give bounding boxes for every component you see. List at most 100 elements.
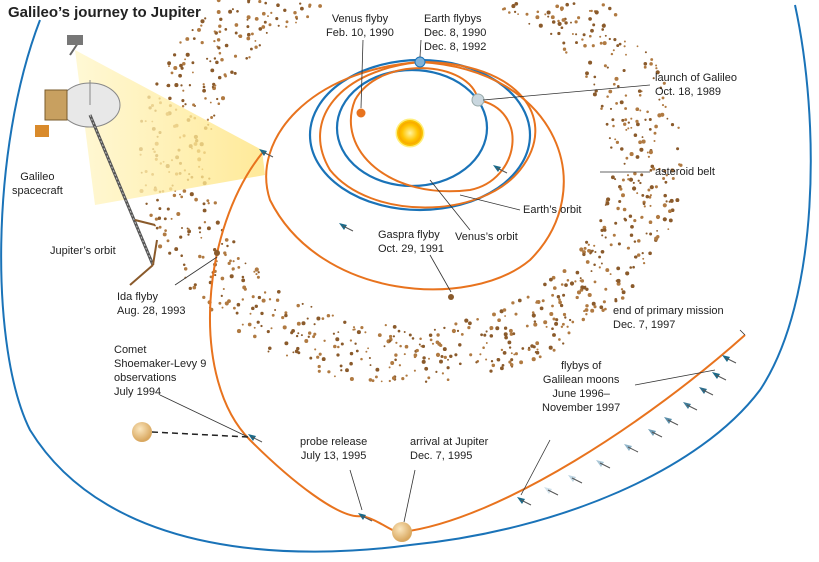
asteroid-dot [257, 271, 260, 274]
asteroid-dot [281, 316, 285, 320]
asteroid-dot [306, 317, 309, 320]
asteroid-dot [647, 188, 651, 192]
asteroid-dot [593, 244, 596, 247]
asteroid-dot [637, 239, 641, 243]
asteroid-dot [209, 60, 212, 63]
asteroid-dot [512, 332, 516, 336]
asteroid-dot [612, 82, 616, 86]
asteroid-dot [173, 65, 178, 71]
asteroid-dot [656, 235, 660, 239]
asteroid-dot [220, 96, 226, 101]
asteroid-dot [352, 326, 356, 329]
asteroid-dot [581, 38, 584, 41]
asteroid-dot [645, 232, 648, 235]
asteroid-dot [554, 321, 559, 326]
asteroid-dot [403, 331, 406, 333]
asteroid-dot [442, 347, 447, 352]
asteroid-dot [200, 24, 203, 27]
asteroid-dot [585, 75, 588, 78]
asteroid-dot [258, 0, 262, 4]
asteroid-dot [543, 282, 547, 287]
asteroid-dot [574, 20, 578, 24]
asteroid-dot [180, 66, 184, 70]
asteroid-dot [521, 347, 525, 350]
spacecraft-marker [248, 434, 263, 443]
asteroid-dot [294, 349, 299, 354]
asteroid-dot [233, 71, 237, 75]
asteroid-dot [224, 43, 229, 48]
spacecraft-marker [683, 402, 698, 411]
asteroid-dot [446, 366, 450, 370]
spacecraft-beam [75, 50, 265, 205]
asteroid-dot [599, 41, 603, 45]
asteroid-dot [443, 326, 446, 330]
asteroid-dot [654, 124, 658, 129]
asteroid-dot [663, 193, 667, 198]
asteroid-dot [390, 361, 395, 365]
asteroid-dot [443, 355, 447, 360]
asteroid-dot [552, 317, 556, 321]
asteroid-dot [617, 242, 621, 246]
asteroid-dot [480, 333, 483, 337]
asteroid-dot [616, 44, 620, 48]
asteroid-dot [245, 56, 249, 60]
asteroid-dot [388, 339, 392, 343]
asteroid-dot [618, 199, 622, 204]
asteroid-dot [333, 344, 337, 349]
asteroid-dot [284, 311, 288, 315]
asteroid-dot [388, 366, 391, 369]
asteroid-dot [504, 315, 507, 317]
asteroid-dot [612, 124, 615, 128]
asteroid-dot [352, 328, 355, 331]
asteroid-dot [179, 63, 183, 68]
asteroid-dot [562, 47, 567, 51]
asteroid-dot [647, 155, 651, 158]
asteroid-dot [433, 328, 436, 331]
asteroid-dot [557, 19, 560, 23]
asteroid-dot [178, 73, 182, 78]
asteroid-dot [483, 333, 487, 337]
asteroid-dot [600, 228, 604, 233]
asteroid-dot [166, 239, 170, 243]
asteroid-dot [440, 355, 444, 358]
asteroid-dot [218, 30, 222, 34]
asteroid-dot [276, 289, 281, 294]
asteroid-dot [565, 51, 568, 54]
asteroid-dot [300, 334, 303, 337]
asteroid-dot [485, 358, 488, 361]
asteroid-dot [582, 33, 586, 37]
asteroid-dot [413, 353, 418, 358]
asteroid-dot [560, 283, 564, 286]
asteroid-dot [198, 226, 202, 230]
asteroid-dot [261, 25, 266, 29]
asteroid-dot [511, 4, 516, 9]
asteroid-dot [649, 62, 653, 66]
asteroid-dot [454, 322, 458, 326]
asteroid-belt-label: asteroid belt [655, 166, 715, 178]
asteroid-dot [531, 313, 536, 318]
asteroid-dot [621, 193, 625, 198]
asteroid-dot [504, 335, 508, 340]
gaspra-flyby-label: Gaspra flyby Oct. 29, 1991 [378, 229, 445, 255]
asteroid-dot [356, 330, 361, 335]
asteroid-dot [154, 217, 158, 221]
asteroid-dot [224, 238, 229, 242]
asteroid-dot [665, 174, 668, 177]
asteroid-dot [180, 195, 184, 199]
asteroid-dot [538, 355, 542, 359]
asteroid-dot [642, 202, 646, 205]
asteroid-dot [579, 247, 584, 252]
asteroid-dot [559, 303, 564, 308]
asteroid-dot [375, 367, 380, 372]
asteroid-dot [530, 344, 534, 348]
asteroid-dot [155, 82, 159, 86]
probe-release-label: probe release July 13, 1995 [300, 436, 368, 462]
asteroid-dot [237, 266, 241, 269]
asteroid-dot [429, 338, 433, 342]
asteroid-dot [605, 122, 609, 126]
asteroid-dot [368, 356, 371, 360]
asteroid-dot [343, 320, 347, 324]
asteroid-dot [610, 175, 615, 180]
asteroid-dot [624, 107, 628, 110]
asteroid-dot [551, 293, 555, 297]
